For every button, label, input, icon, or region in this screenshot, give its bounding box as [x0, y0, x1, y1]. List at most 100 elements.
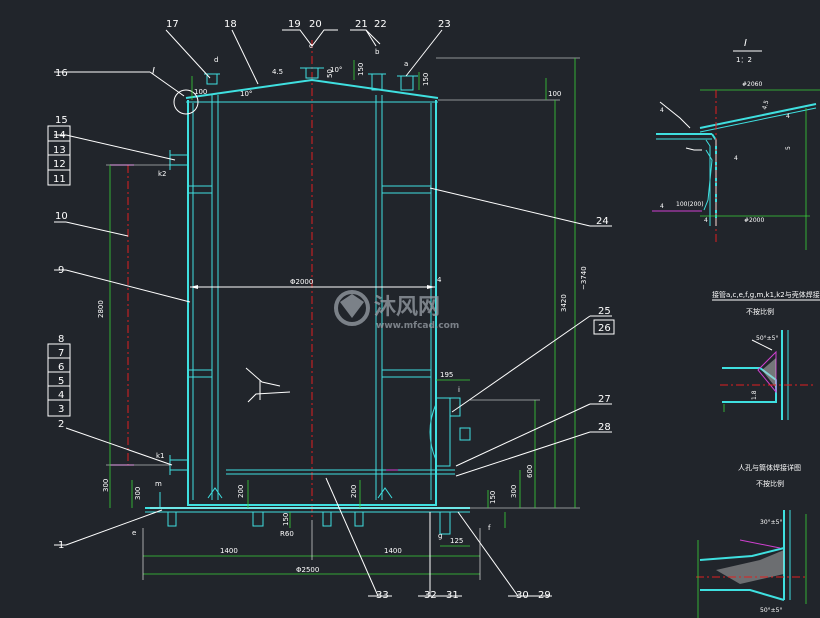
- detail-I-45: 4.5: [761, 99, 770, 110]
- dim-d-base: Φ2500: [296, 566, 319, 574]
- dimension-lines: [106, 57, 580, 580]
- callout-29: 29: [538, 590, 551, 601]
- detail-I-scale: 1：2: [736, 56, 752, 64]
- detail-I-w4e: 4: [786, 113, 790, 120]
- callout-9: 9: [58, 265, 64, 276]
- dim-r60: R60: [280, 530, 294, 538]
- callout-stack-bottom: [47, 343, 71, 417]
- dim-h-shell: 3420: [560, 294, 568, 312]
- callout-33: 33: [376, 590, 389, 601]
- weld1-title: 接管a,c,e,f,g,m,k1,k2与壳体焊接示: [712, 290, 820, 299]
- nozzle-f: f: [488, 524, 491, 532]
- detail-I-2000: #2000: [744, 217, 764, 224]
- callout-10: 10: [55, 211, 68, 222]
- watermark: 沐风网 www.mfcad.com: [334, 290, 459, 331]
- nozzle-i: i: [458, 386, 460, 394]
- callout-23: 23: [438, 19, 451, 30]
- detail-I-w4c: 4: [660, 203, 664, 210]
- dim-h-150c: 150: [357, 63, 365, 76]
- dim-ang-10a: 10°: [240, 90, 252, 98]
- shell-outer: [187, 100, 437, 506]
- dim-ang-10b: 10°: [330, 66, 342, 74]
- callout-15: 15: [55, 115, 68, 126]
- callout-11: 11: [53, 174, 66, 185]
- callout-31: 31: [446, 590, 459, 601]
- detail-I-w4d: 4: [704, 217, 708, 224]
- detail-I-view: I 1：2 4 4 4 4 100(200) #2060 #2000 4.5 5…: [652, 38, 820, 250]
- nozzle-m: m: [155, 480, 162, 488]
- dim-h-300a: 300: [102, 479, 110, 492]
- weld2-note: 不按比例: [756, 479, 784, 488]
- dim-125: 125: [450, 537, 463, 545]
- detail-I-w4a: 4: [660, 107, 664, 114]
- callout-1: 1: [58, 540, 64, 551]
- callout-2: 2: [58, 419, 64, 430]
- dim-h-50: 50: [326, 69, 334, 78]
- dim-w-side: 195: [440, 371, 453, 379]
- dim-slope: 4.5: [272, 68, 283, 76]
- callout-16: 16: [55, 68, 68, 79]
- manhole: [435, 397, 451, 467]
- callout-4: 4: [58, 390, 64, 401]
- tank-elevation: [110, 40, 471, 535]
- roof-cone: [185, 78, 439, 99]
- callout-labels: 1 2 3 4 5 6 7 8 9 10 11 12 13 14 15 16 1…: [53, 19, 611, 601]
- weld2-ang1: 30°±5°: [760, 519, 782, 526]
- dim-h-300c: 300: [510, 485, 518, 498]
- nozzle-a: a: [404, 60, 408, 68]
- dim-100: 100: [548, 90, 561, 98]
- callout-12: 12: [53, 159, 66, 170]
- nozzle-k1: k1: [156, 452, 165, 460]
- weld-detail-nozzle: 接管a,c,e,f,g,m,k1,k2与壳体焊接示 不按比例 50°±5° 1.…: [712, 290, 820, 420]
- callout-25: 25: [598, 306, 611, 317]
- dim-h-150b: 150: [489, 491, 497, 504]
- weld1-angle: 50°±5°: [756, 335, 778, 342]
- callout-20: 20: [309, 19, 322, 30]
- dim-h-200b: 200: [350, 485, 358, 498]
- callout-18: 18: [224, 19, 237, 30]
- callout-22: 22: [374, 19, 387, 30]
- dim-fillet: 4: [437, 276, 442, 284]
- callout-stack-top: [47, 125, 71, 186]
- dim-h-150a: 150: [282, 513, 290, 526]
- watermark-logo-icon: [334, 290, 370, 326]
- weld-detail-manhole: 人孔与筒体焊接详图 不按比例 30°±5° 50°±5°: [696, 463, 807, 618]
- detail-I-5: 5: [785, 146, 792, 150]
- callout-32: 32: [424, 590, 437, 601]
- callout-21: 21: [355, 19, 368, 30]
- dim-h-150d: 150: [422, 73, 430, 86]
- weld2-title: 人孔与筒体焊接详图: [738, 463, 801, 472]
- nozzle-c: c: [309, 42, 313, 50]
- dim-d-inner: Φ2000: [290, 278, 313, 286]
- weld1-note: 不按比例: [746, 307, 774, 316]
- callout-28: 28: [598, 422, 611, 433]
- nozzle-k2: k2: [158, 170, 167, 178]
- callout-24: 24: [596, 216, 609, 227]
- nozzle-e: e: [132, 529, 136, 537]
- callout-5: 5: [58, 376, 64, 387]
- dim-h-left: 2800: [97, 300, 105, 318]
- watermark-brand: 沐风网: [374, 295, 440, 320]
- detail-I-2060: #2060: [742, 81, 762, 88]
- watermark-url: www.mfcad.com: [376, 321, 459, 331]
- leader-lines: [54, 29, 612, 597]
- nozzle-g: g: [438, 532, 442, 540]
- nozzle-labels: d c b a k2 k1 m e g f i I: [132, 42, 491, 540]
- detail-I-plate: 100(200): [676, 201, 704, 208]
- callout-30: 30: [516, 590, 529, 601]
- callout-3: 3: [58, 404, 64, 415]
- callout-8: 8: [58, 334, 64, 345]
- dimension-labels: Φ2000 Φ2500 1400 1400 195 4 R60 125 10° …: [97, 63, 588, 574]
- dim-h-total: ~3740: [580, 266, 588, 290]
- dim-100b: 100: [194, 88, 207, 96]
- callout-13: 13: [53, 145, 66, 156]
- nozzle-d: d: [214, 56, 218, 64]
- callout-17: 17: [166, 19, 179, 30]
- detail-I-title: I: [744, 38, 747, 49]
- callout-26: 26: [598, 323, 611, 334]
- dim-w-right: 1400: [384, 547, 402, 555]
- detail-circle: [173, 89, 199, 115]
- detail-mark-I: I: [152, 66, 155, 77]
- callout-19: 19: [288, 19, 301, 30]
